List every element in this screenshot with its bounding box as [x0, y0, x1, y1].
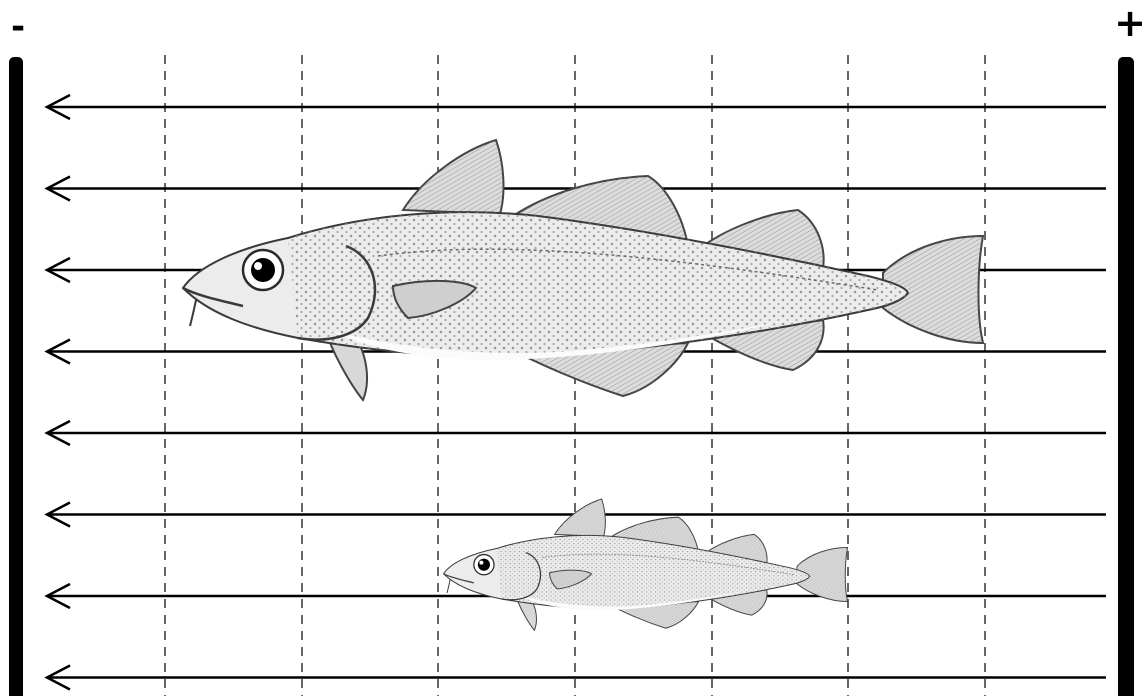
positive-electrode [1118, 57, 1134, 696]
negative-electrode [9, 57, 23, 696]
negative-label: - [11, 7, 25, 47]
positive-label: + [1114, 1, 1144, 45]
field-line [47, 666, 1106, 690]
field-line [47, 421, 1106, 445]
small-fish [444, 499, 848, 630]
field-line [47, 95, 1106, 119]
